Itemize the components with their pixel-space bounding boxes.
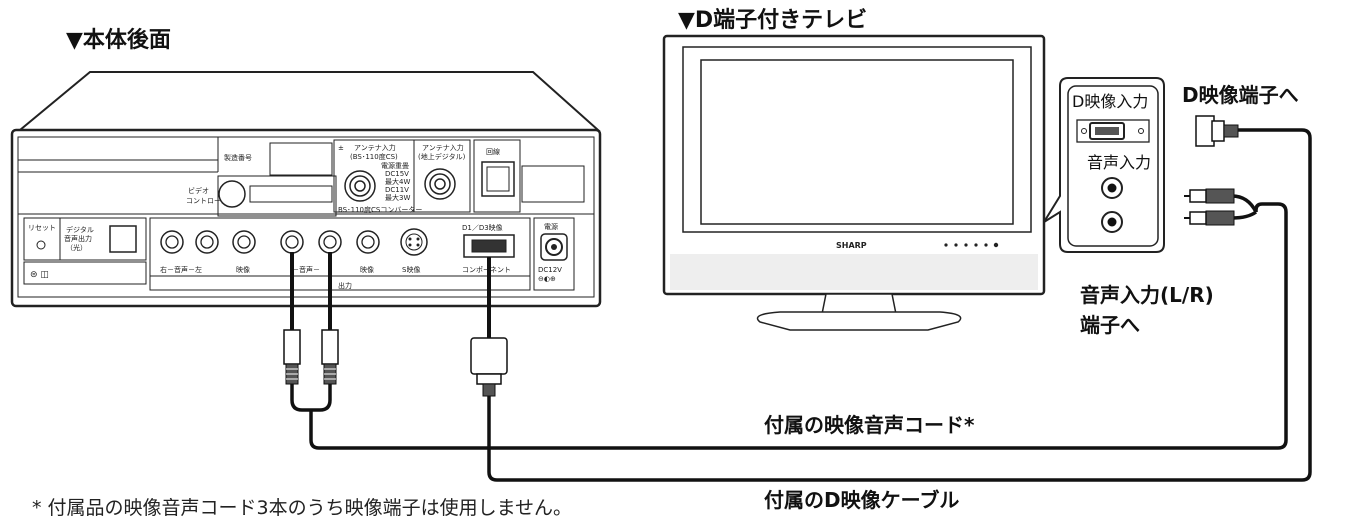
serial-number-label: 製造番号 <box>224 153 252 162</box>
tv-stand-base <box>756 311 962 331</box>
power-sup-label-2: DC15V <box>385 170 409 178</box>
tv-audio-input-jack-top[interactable] <box>1101 177 1123 199</box>
tv-audio-plug-top <box>1184 188 1235 204</box>
antenna-bs-jack[interactable] <box>344 170 376 202</box>
video-control-jack[interactable] <box>218 180 246 208</box>
optical-out-port[interactable] <box>109 225 137 253</box>
digital-out-label-2: 音声出力 <box>64 234 92 243</box>
audio-plug-right <box>321 329 339 385</box>
input-audio-r-jack[interactable] <box>160 230 184 254</box>
d-video-cable <box>470 115 1312 482</box>
footnote: * 付属品の映像音声コード3本のうち映像端子は使用しません。 <box>32 497 572 517</box>
tv-input-callout: D映像入力 音声入力 <box>1043 77 1165 253</box>
digital-out-label-1: デジタル <box>66 225 94 234</box>
video-control-label-1: ビデオ <box>188 186 209 195</box>
tv-screen <box>700 59 1014 225</box>
output-audio-label: －音声－ <box>292 265 320 274</box>
audio-input-terminal-label-1: 音声入力(L/R) <box>1080 283 1214 307</box>
line-label: 回線 <box>486 147 500 156</box>
d-plug-receiver-side <box>470 337 508 397</box>
input-audio-l-jack[interactable] <box>195 230 219 254</box>
antenna-terr-label-2: (地上デジタル) <box>418 152 466 161</box>
tv-stand-neck <box>821 293 897 315</box>
bs-converter-label: BS･110度CSコンバーター <box>338 205 422 214</box>
output-label: 出力 <box>338 281 352 290</box>
input-video-jack[interactable] <box>232 230 256 254</box>
av-cord-label: 付属の映像音声コード* <box>764 413 975 437</box>
d-cable-label: 付属のD映像ケーブル <box>764 488 959 512</box>
audio-plug-left <box>283 329 301 385</box>
receiver-unit: 製造番号 ビデオ コントロール アンテナ入力 (BS･110度CS) ± 電源重… <box>10 71 602 308</box>
audio-input-terminal-label-2: 端子へ <box>1080 313 1140 337</box>
digital-out-label-3: （光） <box>66 243 87 252</box>
tv-speaker-grille <box>670 254 1038 290</box>
tv-heading: ▼D端子付きテレビ <box>678 8 867 33</box>
phone-line-jack[interactable] <box>481 161 515 197</box>
component-label: コンポーネント <box>462 266 511 274</box>
output-audio-l-jack[interactable] <box>318 230 342 254</box>
serial-number-box <box>269 142 333 176</box>
input-video-label: 映像 <box>236 265 250 274</box>
output-video-label: 映像 <box>360 265 374 274</box>
d-video-out-label: D1／D3映像 <box>462 223 503 232</box>
polarity-icon: ⊖◐⊕ <box>538 275 556 283</box>
reset-label: リセット <box>28 224 56 232</box>
antenna-bs-label-2: (BS･110度CS) <box>350 152 398 161</box>
tv-audio-input-label: 音声入力 <box>1087 153 1151 172</box>
plus-minus-icon: ± <box>338 144 344 152</box>
power-label: 電源 <box>544 222 558 231</box>
receiver-rear-inner-frame <box>17 136 595 298</box>
power-sup-label-5: 最大3W <box>385 193 410 202</box>
ground-icon: ⊜ ◫ <box>30 270 49 280</box>
rear-panel-heading: ▼本体後面 <box>66 27 171 53</box>
s-video-label: S映像 <box>402 265 420 274</box>
power-sup-label-1: 電源重畳 <box>381 161 409 170</box>
av-cord <box>283 188 1288 450</box>
output-audio-r-jack[interactable] <box>280 230 304 254</box>
video-control-label-2: コントロール <box>186 197 228 205</box>
d-plug-tv-side <box>1195 115 1239 147</box>
power-sup-label-4: DC11V <box>385 186 409 194</box>
tv-brand-logo: SHARP <box>836 241 867 250</box>
tv-indicator-dots <box>944 242 999 248</box>
antenna-terr-jack[interactable] <box>424 168 456 200</box>
reset-button[interactable] <box>36 240 46 250</box>
antenna-terr-label-1: アンテナ入力 <box>422 143 464 152</box>
television: SHARP <box>662 34 1046 331</box>
antenna-bs-label-1: アンテナ入力 <box>354 143 396 152</box>
dc-label: DC12V <box>538 266 562 274</box>
card-slot[interactable] <box>249 185 333 203</box>
tv-audio-plug-bottom <box>1184 210 1235 226</box>
s-video-jack[interactable] <box>400 228 428 256</box>
input-audio-label: 右－音声－左 <box>160 265 202 274</box>
tv-audio-input-jack-bottom[interactable] <box>1101 211 1123 233</box>
d-video-out-port[interactable] <box>463 234 515 258</box>
output-video-jack[interactable] <box>356 230 380 254</box>
tv-d-video-input-port[interactable] <box>1076 119 1150 143</box>
receiver-top-surface <box>17 71 601 131</box>
d-video-terminal-label: D映像端子へ <box>1182 83 1299 107</box>
power-jack[interactable] <box>540 233 568 261</box>
power-sup-label-3: 最大4W <box>385 177 410 186</box>
tv-d-video-input-label: D映像入力 <box>1072 92 1148 111</box>
